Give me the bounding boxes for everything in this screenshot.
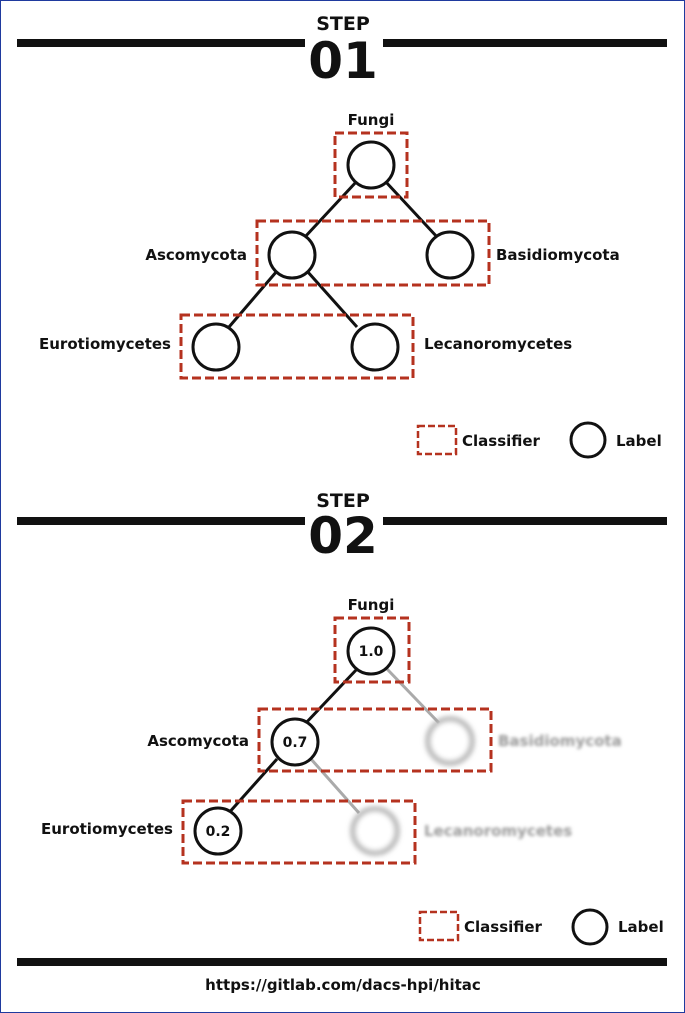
step-02-classifiers [181,616,493,865]
edge-fungi-ascomycota [302,179,359,240]
label-eurotiomycetes: Eurotiomycetes [39,335,171,353]
node-basidiomycota-muted [426,717,474,765]
edge-fungi-basidiomycota [383,179,440,240]
legend-label-swatch-2 [571,908,609,946]
footer-rule [17,958,667,966]
node-lecanoromycetes-muted [351,807,399,855]
legend-classifier-swatch [416,424,458,456]
edge-ascomycota-eurotiomycetes [227,270,279,328]
legend-label-text-2: Label [618,918,664,936]
label-ascomycota: Ascomycota [145,246,247,264]
footer: https://gitlab.com/dacs-hpi/hitac [17,958,667,994]
label-eurotiomycetes-2: Eurotiomycetes [41,820,173,838]
node-fungi-active [346,626,396,676]
step-02-muted-edges [309,667,441,814]
legend-label-swatch [569,421,607,459]
classifier-box-root [333,131,409,199]
legend-classifier-text-2: Classifier [464,918,543,936]
step-02-section: STEP 02 Basidiomycota Lecanoromycetes [17,490,667,946]
classifier-box-level-1 [255,219,491,287]
step-02-rule-right [383,517,667,525]
footer-url: https://gitlab.com/dacs-hpi/hitac [205,976,481,994]
classifier-box-level-2 [179,313,415,380]
node-ascomycota [267,230,317,280]
classifier-box-root-2 [333,616,411,684]
score-eurotiomycetes: 0.2 [206,824,231,840]
step-02-muted-labels: Basidiomycota Lecanoromycetes [424,732,622,840]
step-02-rule-left [17,517,305,525]
step-01-nodes [191,140,475,372]
legend-classifier-text: Classifier [462,432,541,450]
label-basidiomycota-muted: Basidiomycota [498,732,622,750]
node-ascomycota-active [270,717,320,767]
label-lecanoromycetes-muted: Lecanoromycetes [424,822,572,840]
label-basidiomycota: Basidiomycota [496,246,620,264]
step-01-edges [227,179,440,328]
edge-active-fungi-ascomycota [302,667,359,727]
edge-ascomycota-lecanoromycetes [305,270,359,328]
node-lecanoromycetes [350,322,400,372]
label-fungi-2: Fungi [348,596,395,614]
step-01-section: STEP 01 Fungi Ascomycota Basidiomycota E… [17,13,667,459]
step-01-rule-right [383,39,667,47]
step-02-muted-nodes [351,717,474,855]
step-01-number: 01 [308,32,378,90]
node-basidiomycota [425,230,475,280]
node-fungi [346,140,396,190]
node-eurotiomycetes-active [193,806,243,856]
step-02-nodes [193,626,396,856]
node-eurotiomycetes [191,322,241,372]
legend-classifier-swatch-2 [418,910,460,942]
step-01-rule-left [17,39,305,47]
step-02-legend: Classifier Label [418,908,664,946]
classifier-box-level-1-2 [257,707,493,773]
label-ascomycota-2: Ascomycota [147,732,249,750]
edge-active-ascomycota-eurotiomycetes [225,758,279,816]
step-02-title: STEP [316,490,370,512]
classifier-box-level-2-2 [181,799,417,865]
step-02-edges [225,667,359,816]
legend-label-text: Label [616,432,662,450]
score-ascomycota: 0.7 [283,735,308,751]
label-fungi: Fungi [348,111,395,129]
step-01-legend: Classifier Label [416,421,662,459]
step-02-number: 02 [308,507,378,565]
step-01-title: STEP [316,13,370,35]
step-01-classifiers [179,131,491,380]
label-lecanoromycetes: Lecanoromycetes [424,335,572,353]
edge-muted-fungi-basidiomycota [385,667,441,725]
score-fungi: 1.0 [359,644,384,660]
edge-muted-ascomycota-lecanoromycetes [309,758,361,814]
